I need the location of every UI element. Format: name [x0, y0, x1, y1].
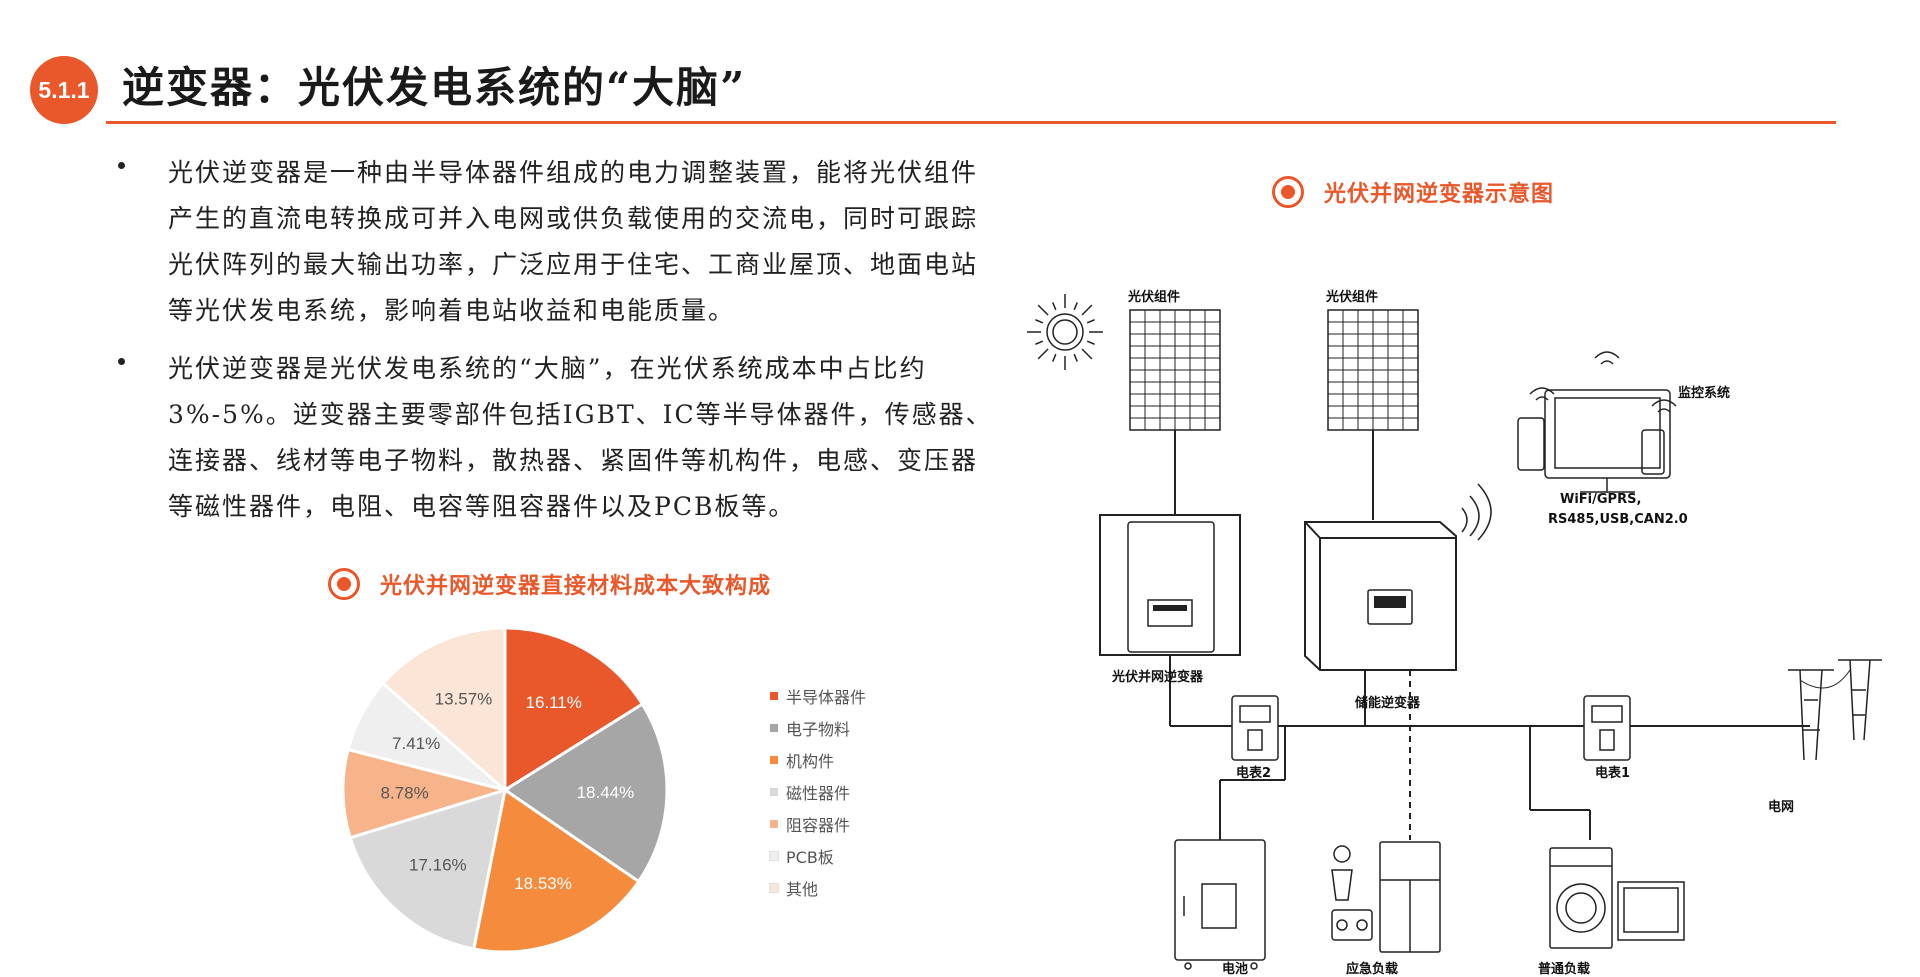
- pie-slice: [502, 702, 669, 884]
- legend-item: 其他: [769, 872, 866, 904]
- legend-label: 其他: [786, 880, 819, 899]
- storage-inverter-label: 储能逆变器: [1355, 696, 1421, 711]
- bullet-item: 光伏逆变器是一种由半导体器件组成的电力调整装置，能将光伏组件产生的直流电转换成可…: [118, 150, 998, 334]
- legend-item: 磁性器件: [770, 776, 866, 808]
- grid-label: 电网: [1768, 800, 1795, 815]
- bullet-item: 光伏逆变器是光伏发电系统的“大脑”，在光伏系统成本中占比约3%-5%。逆变器主要…: [118, 346, 998, 530]
- target-icon: [328, 568, 360, 600]
- solar-panel-icon: [1129, 309, 1221, 431]
- battery-label: 电池: [1222, 962, 1249, 977]
- emergency-load-label: 应急负载: [1346, 962, 1399, 977]
- legend-item: 阻容器件: [770, 808, 866, 840]
- normal-load-icon: [1549, 847, 1685, 949]
- pie-legend: 半导体器件电子物料机构件磁性器件阻容器件 PCB板其他: [769, 680, 866, 904]
- pie-slice: [341, 747, 511, 840]
- meter-1-label: 电表1: [1595, 766, 1631, 781]
- diagram-heading-text: 光伏并网逆变器示意图: [1324, 181, 1555, 207]
- pie-slice: [380, 626, 507, 794]
- inverter-diagram: [1027, 294, 1882, 970]
- bullet-list: 光伏逆变器是一种由半导体器件组成的电力调整装置，能将光伏组件产生的直流电转换成可…: [118, 150, 998, 542]
- pie-slice-label: 16.11%: [525, 693, 581, 712]
- monitor-label: 监控系统: [1678, 386, 1731, 401]
- legend-label: 电子物料: [786, 720, 851, 739]
- sun-icon: [1027, 294, 1103, 370]
- pv-module-label: 光伏组件: [1128, 290, 1181, 305]
- meter-icon: [1231, 695, 1279, 761]
- legend-item: 电子物料: [770, 712, 866, 744]
- storage-inverter-icon: [1304, 483, 1492, 671]
- pie-chart: 16.11% 18.44% 18.53% 17.16% 8.78% 7.41% 13.57%: [341, 626, 669, 954]
- legend-swatch: [769, 851, 779, 861]
- title-divider: [106, 121, 1836, 124]
- pie-heading-text: 光伏并网逆变器直接材料成本大致构成: [380, 573, 772, 599]
- comm-label: WiFi/GPRS,: [1560, 492, 1642, 507]
- legend-swatch: [769, 883, 779, 893]
- legend-label: PCB板: [786, 848, 834, 867]
- legend-item: PCB板: [769, 840, 866, 872]
- pie-slice: [472, 787, 641, 954]
- monitor-icon: [1517, 351, 1677, 493]
- normal-load-label: 普通负载: [1538, 962, 1591, 977]
- bullet-text: 光伏逆变器是一种由半导体器件组成的电力调整装置，能将光伏组件产生的直流电转换成可…: [168, 158, 979, 325]
- bullet-dot: [118, 358, 125, 365]
- grid-inverter-icon: [1099, 514, 1241, 656]
- legend-swatch: [770, 724, 778, 732]
- bullet-dot: [118, 162, 125, 169]
- pie-heading: 光伏并网逆变器直接材料成本大致构成: [328, 568, 771, 600]
- pie-slice-label: 7.41%: [392, 734, 440, 753]
- legend-swatch: [770, 692, 778, 700]
- pie-slice: [348, 787, 507, 951]
- pie-slice-label: 18.44%: [577, 783, 635, 802]
- legend-label: 半导体器件: [786, 688, 867, 707]
- pie-slice-label: 18.53%: [514, 874, 572, 893]
- pv-module-label: 光伏组件: [1326, 290, 1379, 305]
- pie-slice: [503, 626, 645, 793]
- comm-label: RS485,USB,CAN2.0: [1548, 512, 1688, 527]
- battery-icon: [1174, 839, 1266, 970]
- meter-icon: [1583, 695, 1631, 761]
- legend-swatch: [770, 820, 778, 828]
- legend-swatch: [770, 788, 778, 796]
- page-title: 逆变器：光伏发电系统的“大脑”: [122, 63, 747, 112]
- legend-label: 磁性器件: [786, 784, 851, 803]
- legend-label: 机构件: [786, 752, 835, 771]
- legend-swatch: [770, 756, 778, 764]
- target-icon: [1272, 176, 1304, 208]
- meter-2-label: 电表2: [1236, 766, 1272, 781]
- pie-slice-label: 8.78%: [380, 783, 428, 802]
- power-pylon-icon: [1788, 659, 1882, 761]
- grid-inverter-label: 光伏并网逆变器: [1112, 670, 1204, 685]
- solar-panel-icon: [1327, 309, 1419, 431]
- pie-slice-label: 13.57%: [435, 690, 493, 709]
- section-number-badge: 5.1.1: [30, 56, 98, 124]
- legend-item: 半导体器件: [770, 680, 866, 712]
- pie-slice-label: 17.16%: [409, 856, 467, 875]
- legend-item: 机构件: [770, 744, 866, 776]
- legend-label: 阻容器件: [786, 816, 851, 835]
- bullet-text: 光伏逆变器是光伏发电系统的“大脑”，在光伏系统成本中占比约3%-5%。逆变器主要…: [168, 354, 993, 521]
- diagram-heading: 光伏并网逆变器示意图: [1272, 176, 1554, 208]
- emergency-load-icon: [1331, 841, 1441, 953]
